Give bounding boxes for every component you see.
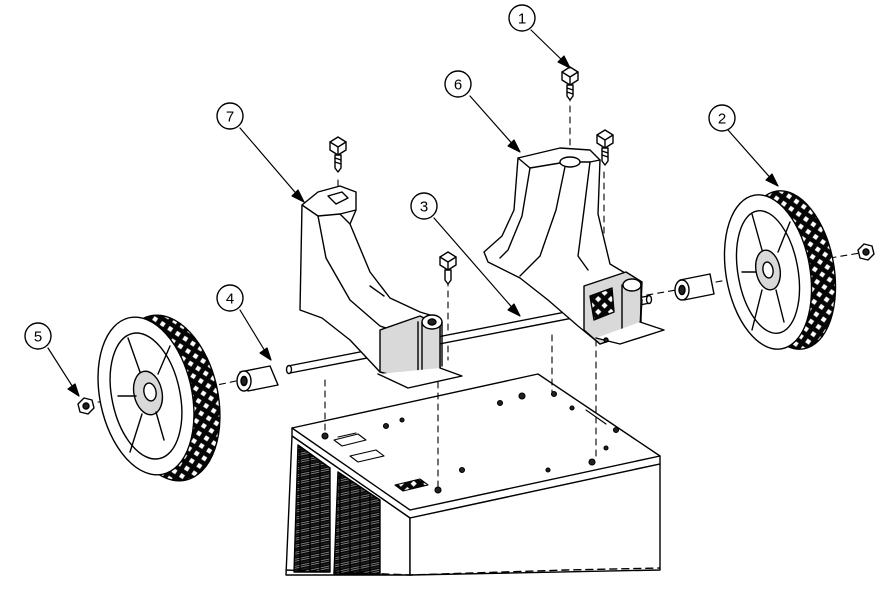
machine-front-side [409, 463, 661, 576]
callout-1-label: 1 [518, 11, 526, 28]
callout-7: 7 [216, 102, 244, 130]
callout-5: 5 [24, 322, 52, 350]
machine-cut-line [285, 567, 661, 576]
machine-body [285, 373, 661, 576]
callout-4-label: 4 [226, 291, 234, 308]
spacer-right [674, 273, 715, 301]
callout-1: 1 [508, 4, 536, 32]
callout-3: 3 [410, 192, 438, 220]
callout-5-label: 5 [34, 329, 42, 346]
nut-right [857, 243, 875, 261]
screw-bracket-right [596, 129, 614, 166]
leader-lines [47, 29, 779, 397]
wheel-right [723, 190, 837, 350]
callout-7-label: 7 [226, 109, 234, 126]
callout-2-label: 2 [718, 111, 726, 128]
callout-4: 4 [216, 284, 244, 312]
callout-3-label: 3 [420, 199, 428, 216]
screw-axle-center [439, 251, 457, 285]
nut-left [77, 397, 95, 415]
machine-vent-grille-right [333, 471, 381, 575]
bracket-right [483, 147, 665, 345]
screw-bracket-left [329, 136, 347, 173]
bracket-left [299, 185, 463, 389]
screw-1-top [561, 66, 579, 101]
spacer-left [236, 365, 279, 392]
callout-2: 2 [708, 104, 736, 132]
callout-6: 6 [444, 70, 472, 98]
callout-6-label: 6 [454, 77, 462, 94]
wheel-left [97, 314, 221, 482]
machine-vent-grille-left [293, 444, 331, 573]
machine-top-details [321, 390, 620, 494]
